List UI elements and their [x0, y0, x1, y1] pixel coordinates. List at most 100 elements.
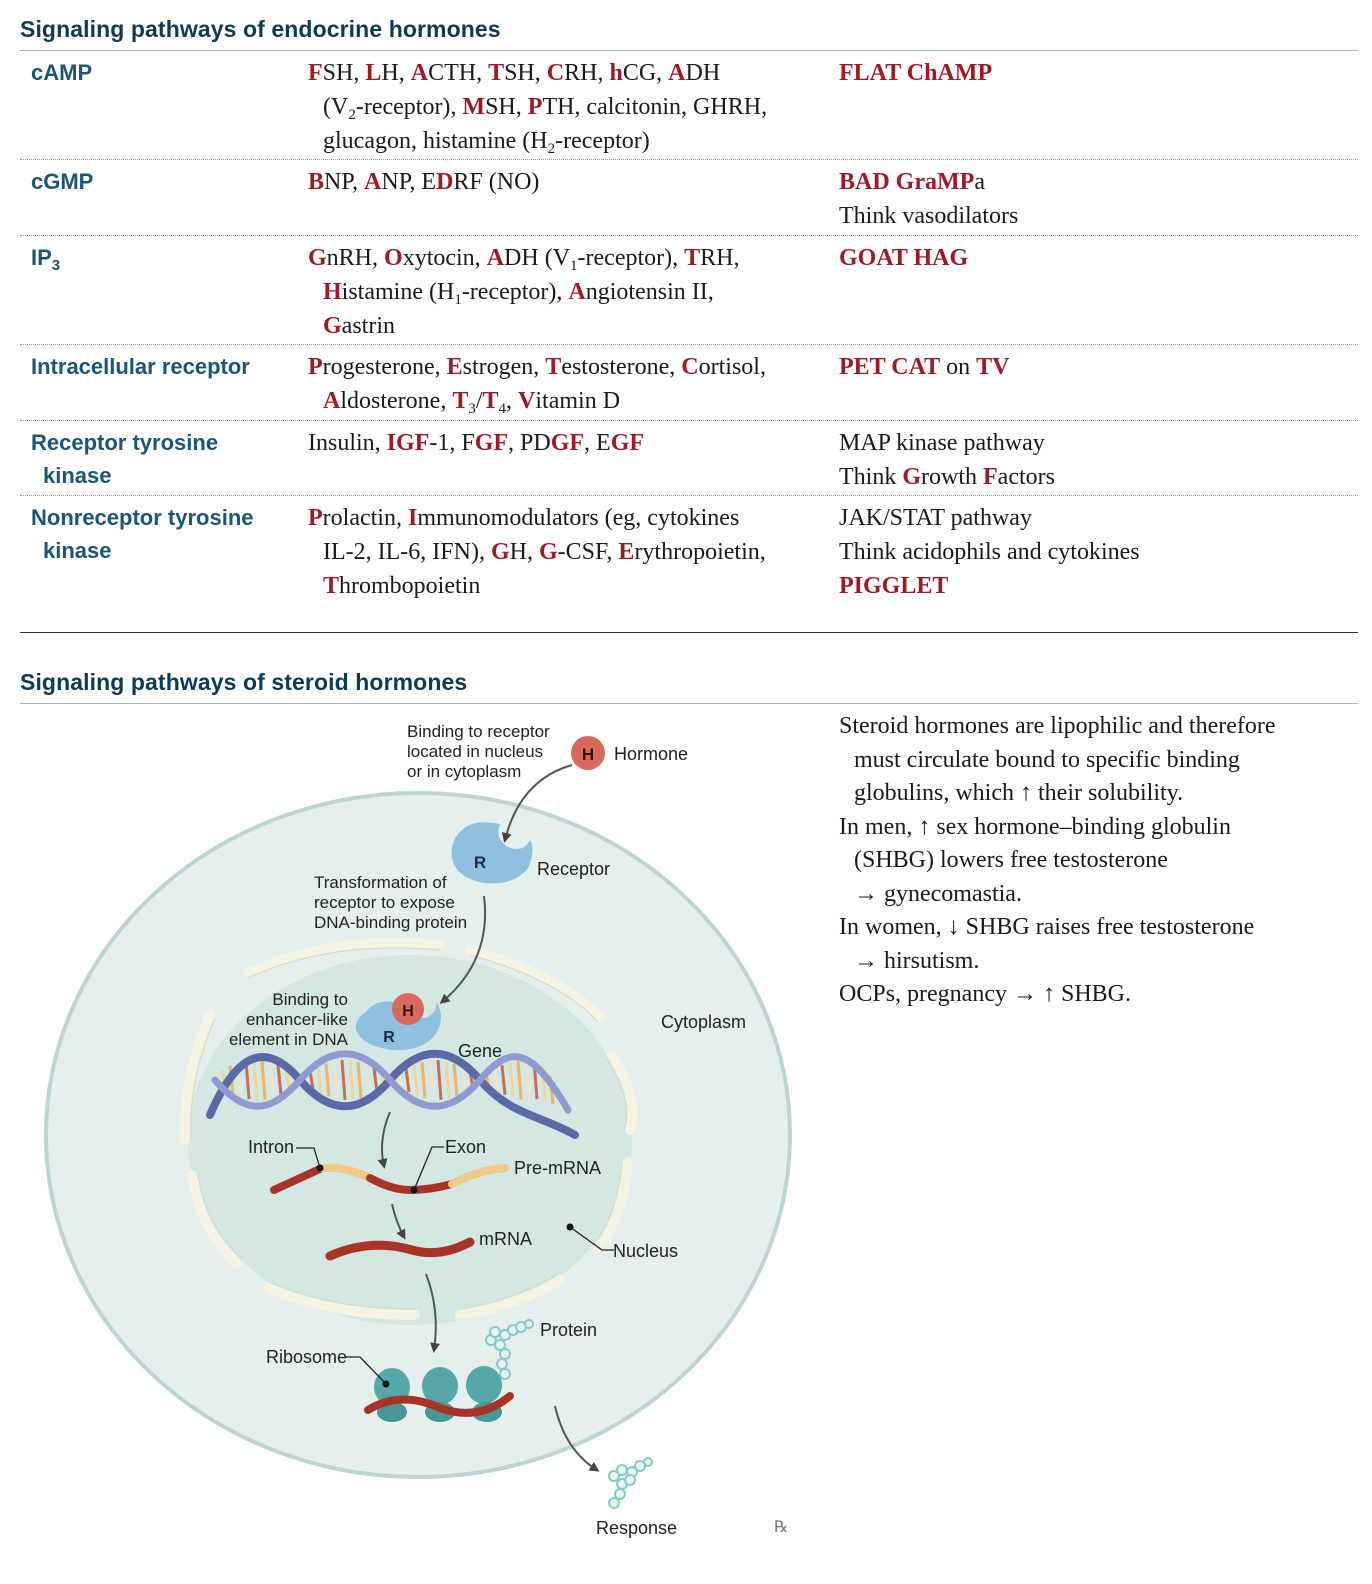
pathway-label: cGMP [31, 165, 291, 198]
mnemonic-letter: T [452, 388, 469, 414]
pathway-label-line: kinase [43, 538, 112, 563]
svg-text:Transformation of: Transformation of [314, 873, 447, 892]
text-segment: , E [584, 430, 611, 456]
mnemonic-letter: IGF [386, 430, 430, 456]
steroid-pathway-diagram: H Hormone Binding to receptor located in… [44, 722, 792, 1538]
intron-label: Intron [248, 1137, 294, 1157]
text-segment: Insulin, [308, 430, 387, 456]
text-segment: H, [509, 539, 539, 565]
mnemonic-letter: P [308, 354, 323, 380]
mnemonic-letter: G [308, 245, 327, 271]
text-segment: -receptor), [577, 245, 685, 271]
paragraph-line: → hirsutism. [854, 947, 980, 974]
dna-base-pair [460, 1066, 467, 1094]
bound-hormone-circle [392, 993, 424, 1025]
text-segment: DH (V [504, 245, 571, 271]
nucleus-label: Nucleus [613, 1241, 678, 1261]
text-segment: 2 [348, 107, 356, 123]
response-label: Response [596, 1518, 677, 1538]
mnemonic-letter: GF [610, 430, 645, 456]
hormone-letter: H [582, 745, 594, 764]
dna-base-pair [404, 1067, 411, 1093]
text-segment: Think vasodilators [839, 203, 1019, 229]
mnemonic-letter: BAD Gra [839, 169, 937, 195]
text-segment: itamin D [535, 388, 621, 414]
receptor-label: Receptor [537, 859, 610, 879]
pre-mrna-label: Pre-mRNA [514, 1158, 601, 1178]
paragraph-start: Steroid hormones are lipophilic and ther… [839, 713, 1276, 739]
mnemonic-letter: PET CAT [839, 354, 941, 380]
hormone-list: Prolactin, Immunomodulators (eg, cytokin… [308, 501, 828, 603]
arrow-to-mrna [391, 1203, 406, 1240]
mnemonic-letter: B [308, 169, 325, 195]
mnemonic-letter: PIGGLET [839, 573, 949, 599]
hormone-line: Aldosterone, T3/T4, Vitamin D [308, 384, 828, 418]
text-segment: Think [839, 464, 903, 490]
mnemonic-letter: V [518, 388, 536, 414]
mnemonic-letter: C [681, 354, 699, 380]
mnemonic-letter: P [959, 169, 975, 195]
mnemonic-letter: M [937, 169, 960, 195]
text-segment: a [974, 169, 985, 195]
mnemonic-letter: T [684, 245, 701, 271]
dna-base-pair [516, 1060, 523, 1100]
paragraph-start: In women, ↓ SHBG raises free testosteron… [839, 914, 1255, 940]
nucleus-body [188, 955, 632, 1325]
pathway-label-text: IP [31, 245, 52, 270]
hormone-line: Prolactin, Immunomodulators (eg, cytokin… [308, 501, 828, 535]
mnemonic-letter: GF [474, 430, 509, 456]
text-segment: mmunomodulators (eg, cytokines [417, 505, 740, 531]
text-segment: , [506, 388, 519, 414]
mnemonic-letter: G [902, 464, 921, 490]
note-line: PIGGLET [839, 569, 1339, 603]
pathway-label-line: cAMP [31, 60, 93, 85]
mnemonic-letter: T [488, 60, 505, 86]
text-segment: glucagon, histamine (H [323, 128, 548, 154]
mnemonic-letter: D [436, 169, 454, 195]
mnemonic-note: FLAT ChAMP [839, 56, 1339, 90]
mnemonic-letter: H [323, 279, 342, 305]
bound-receptor-letter: R [383, 1029, 395, 1046]
arrow-hormone-to-receptor [501, 764, 573, 843]
svg-text:enhancer-like: enhancer-like [246, 1010, 348, 1029]
gene-label: Gene [458, 1041, 502, 1061]
mnemonic-letter: I [407, 505, 418, 531]
mnemonic-letter: GF [550, 430, 585, 456]
dna-base-pair [420, 1061, 427, 1099]
dna-base-pair [444, 1061, 451, 1099]
hormone-line: (V2-receptor), MSH, PTH, calcitonin, GHR… [308, 90, 828, 124]
text-segment: strogen, [462, 354, 546, 380]
text-segment: H, [381, 60, 411, 86]
mnemonic-letter: h [609, 60, 623, 86]
arrow-to-ribosome [425, 1273, 440, 1353]
mnemonic-letter: FLAT ChAMP [839, 60, 993, 86]
text-segment: -receptor) [555, 128, 650, 154]
arrow-receptor-to-dna [439, 895, 487, 1004]
pathway-label: IP3 [31, 241, 291, 274]
mnemonic-letter: G [323, 313, 342, 339]
text-segment: NP, E [381, 169, 437, 195]
binding-receptor-label: Binding to receptor located in nucleus o… [407, 722, 550, 781]
dna-base-pair [340, 1059, 347, 1101]
receptor-letter: R [474, 853, 486, 872]
dna-base-pair [452, 1063, 459, 1097]
paragraph-start: In men, ↑ sex hormone–binding globulin [839, 813, 1231, 840]
row-divider [20, 495, 1358, 496]
row-divider [20, 344, 1358, 345]
text-segment: rythropoietin, [634, 539, 766, 565]
mnemonic-letter: G [538, 539, 558, 565]
text-segment: DH [685, 60, 721, 86]
mnemonic-letter: T [482, 388, 499, 414]
hormone-line: Progesterone, Estrogen, Testosterone, Co… [308, 350, 828, 384]
pathway-label-line: Intracellular receptor [31, 354, 250, 379]
mnemonic-letter: T [545, 354, 562, 380]
note-line: JAK/STAT pathway [839, 501, 1339, 535]
text-segment: hrombopoietin [339, 573, 481, 599]
arrow-dna-to-premrna [377, 1111, 391, 1169]
text-segment: 2 [547, 141, 556, 157]
hormone-line: BNP, ANP, EDRF (NO) [308, 165, 828, 199]
dna-base-pair [356, 1061, 363, 1099]
exon-label: Exon [445, 1137, 486, 1157]
hormone-list: FSH, LH, ACTH, TSH, CRH, hCG, ADH(V2-rec… [308, 56, 828, 158]
